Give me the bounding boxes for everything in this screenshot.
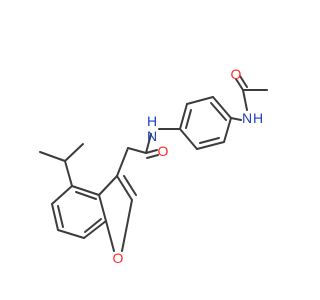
bond-benzo-inner-1: [75, 191, 97, 200]
atom-label-amide-o: O: [158, 143, 169, 159]
bond-benzo-d: [57, 229, 85, 239]
bond-ring1-inner-1: [210, 102, 227, 121]
bonds: [39, 75, 268, 252]
bond-furan-c7a-o: [105, 220, 115, 252]
bond-benzo-e: [83, 220, 107, 239]
bond-benzo-inner-3: [84, 218, 102, 233]
bond-nh-co: [145, 133, 152, 154]
atom-label-amide-n-right: N: [242, 110, 252, 126]
bond-benzo-inner-2: [57, 205, 64, 228]
bond-benzo-b: [51, 185, 73, 205]
bond-benzo-a: [71, 185, 100, 196]
bond-ch2-c3: [116, 147, 129, 177]
bond-ring1-b: [186, 96, 214, 105]
atom-label-amide-h-left: H: [147, 113, 157, 129]
bond-furan-c2-o: [121, 199, 133, 252]
bond-isopropyl-link: [64, 160, 73, 187]
bond-ring1-inner-2: [185, 109, 192, 129]
bond-ring1-c: [179, 103, 188, 130]
atom-label-acetyl-o: O: [231, 66, 242, 82]
molecule-structure-canvas: O N H N H O O: [39, 66, 268, 266]
bond-furan-c3-c2: [116, 175, 133, 201]
atom-label-furan-o: O: [113, 250, 124, 266]
bond-nh-ring-right: [230, 117, 242, 121]
bond-acetyl-co-b: [239, 75, 248, 88]
mask-furan-o: [111, 250, 126, 266]
bond-co-ch2: [127, 147, 147, 154]
bond-acetyl-co-a: [235, 78, 244, 91]
bond-furan-c3a-c7a: [98, 194, 107, 222]
bond-ring1-a: [212, 96, 232, 119]
bond-furan-c3-c3a: [98, 175, 118, 196]
bond-benzo-c: [51, 203, 59, 231]
mask-acetyl-o: [229, 66, 243, 81]
mask-amide-nh-left: [143, 114, 160, 145]
label-masks: [111, 66, 263, 266]
bond-furan-c3-c2-inner: [123, 175, 137, 196]
mask-amide-nh-right: [237, 110, 263, 126]
bond-ring1-d: [179, 128, 198, 150]
atom-labels: O N H N H O O: [113, 66, 264, 266]
bond-isopropyl-me1: [39, 151, 66, 162]
atom-label-amide-h-right: H: [253, 110, 263, 126]
bond-amide-co-b: [146, 154, 159, 159]
bond-ring1-f: [223, 117, 232, 143]
bond-isopropyl-me2: [64, 143, 84, 162]
bond-ring1-e: [196, 141, 225, 150]
atom-label-amide-n-left: N: [147, 128, 157, 144]
molecule-structure: O N H N H O O: [39, 66, 268, 266]
bond-acetyl-cn: [242, 89, 248, 111]
bond-ring1-inner-3: [199, 137, 220, 144]
bond-amide-co-a: [145, 149, 158, 154]
